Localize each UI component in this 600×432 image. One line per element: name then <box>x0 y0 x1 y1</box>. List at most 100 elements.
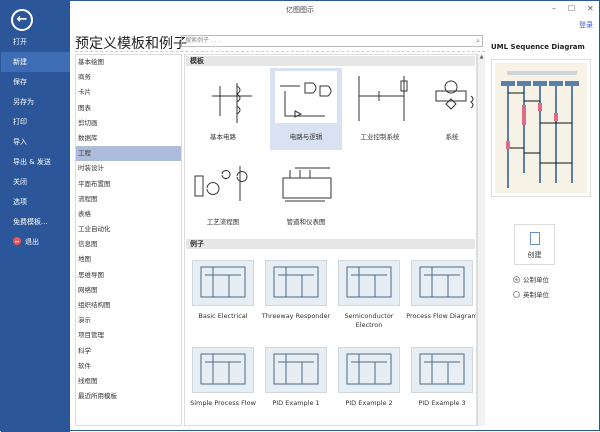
arrow-left-icon[interactable]: ← <box>11 9 33 31</box>
template-thumbnail <box>275 156 337 208</box>
sidebar-item[interactable]: 保存 <box>1 72 70 92</box>
template-item[interactable]: 基本电路 <box>187 68 259 150</box>
template-thumbnail <box>421 71 476 123</box>
example-label: Basic Electrical <box>198 312 248 320</box>
category-item[interactable]: 平面布置图 <box>78 179 111 188</box>
category-item[interactable]: 工业自动化 <box>78 225 111 234</box>
template-item[interactable]: 电路与逻辑 <box>270 68 342 150</box>
preview-image <box>491 59 591 197</box>
example-item[interactable]: Process Flow Diagram <box>406 260 476 321</box>
category-item[interactable]: 地图 <box>78 255 91 264</box>
sidebar-item[interactable]: 导入 <box>1 132 70 152</box>
category-item[interactable]: 科学 <box>78 346 91 355</box>
sidebar-item[interactable]: 免费模板... <box>1 212 70 232</box>
category-item[interactable]: 演示 <box>78 316 91 325</box>
template-label: 系统 <box>445 133 459 141</box>
category-item[interactable]: 流程图 <box>78 194 98 203</box>
maximize-button[interactable]: ☐ <box>568 4 576 13</box>
example-item[interactable]: Semiconductor Electron <box>333 260 405 330</box>
category-item[interactable]: 卡片 <box>78 88 91 97</box>
search-input[interactable]: 搜索例子 . . . ⌕ <box>181 35 483 47</box>
sidebar-item[interactable]: 打印 <box>1 112 70 132</box>
example-item[interactable]: Threeway Responder <box>260 260 332 321</box>
template-thumbnail <box>349 71 411 123</box>
template-item[interactable]: 工艺流程图 <box>187 153 259 235</box>
category-item[interactable]: 线框图 <box>78 376 98 385</box>
sidebar-item[interactable]: 退出 <box>1 232 70 252</box>
category-item[interactable]: 图表 <box>78 103 91 112</box>
sidebar-item[interactable]: 打开 <box>1 32 70 52</box>
login-link[interactable]: 登录 <box>579 21 593 29</box>
template-item[interactable]: 管道和仪表图 <box>270 153 342 235</box>
close-button[interactable]: ✕ <box>587 4 594 13</box>
templates-header: 模板 <box>186 56 475 66</box>
example-thumbnail <box>192 260 254 306</box>
category-item[interactable]: 表格 <box>78 209 91 218</box>
sidebar-item[interactable]: 导出 & 发送 <box>1 152 70 172</box>
template-thumbnail <box>275 71 337 123</box>
sidebar-item-label: 关闭 <box>13 178 27 186</box>
category-item[interactable]: 基本绘图 <box>78 58 104 66</box>
scroll-up-icon[interactable]: ▲ <box>479 54 484 60</box>
sidebar-item[interactable]: 另存为 <box>1 92 70 112</box>
template-label: 管道和仪表图 <box>286 218 326 226</box>
sidebar-item[interactable]: 选项 <box>1 192 70 212</box>
category-item[interactable]: 时装设计 <box>78 164 104 173</box>
example-thumbnail <box>192 347 254 393</box>
category-item[interactable]: 最近所用模板 <box>78 392 117 401</box>
sidebar-item-label: 选项 <box>13 198 27 206</box>
template-label: 工艺流程图 <box>206 218 240 226</box>
sidebar-item[interactable]: 新建 <box>1 52 70 72</box>
example-thumbnail <box>338 347 400 393</box>
category-item[interactable]: 商务 <box>78 73 91 82</box>
sidebar-item-label: 打印 <box>13 118 27 126</box>
template-thumbnail <box>192 71 254 123</box>
imperial-units-radio[interactable]: 英制单位 <box>513 289 549 299</box>
category-list: 基本绘图商务卡片图表剪切画数据库工程时装设计平面布置图流程图表格工业自动化信息图… <box>75 54 182 426</box>
example-item[interactable]: PID Example 2 <box>333 347 405 408</box>
example-thumbnail <box>265 260 327 306</box>
category-item[interactable]: 项目管理 <box>78 331 104 340</box>
metric-units-radio[interactable]: 公制单位 <box>513 274 549 284</box>
sidebar-item-label: 免费模板... <box>13 218 48 226</box>
example-label: Simple Process Flow <box>190 399 256 407</box>
scrollbar[interactable]: ▲ <box>477 54 485 426</box>
sidebar-item-label: 新建 <box>13 58 27 66</box>
minimize-button[interactable]: – <box>552 4 556 13</box>
example-label: Semiconductor Electron <box>344 312 394 329</box>
example-item[interactable]: PID Example 1 <box>260 347 332 408</box>
sidebar-item-label: 导出 & 发送 <box>13 158 51 166</box>
metric-units-label: 公制单位 <box>523 276 549 284</box>
example-item[interactable]: Basic Electrical <box>187 260 259 321</box>
example-thumbnail <box>411 347 473 393</box>
template-item[interactable]: 系统 <box>416 68 476 150</box>
template-thumbnail <box>192 156 254 208</box>
category-item[interactable]: 数据库 <box>78 133 98 142</box>
category-item[interactable]: 信息图 <box>78 240 98 249</box>
category-item[interactable]: 剪切画 <box>78 118 98 127</box>
example-label: PID Example 3 <box>418 399 466 407</box>
example-item[interactable]: PID Example 3 <box>406 347 476 408</box>
sidebar-item[interactable]: 关闭 <box>1 172 70 192</box>
sidebar-item-label: 另存为 <box>13 98 34 106</box>
example-label: PID Example 2 <box>345 399 393 407</box>
template-label: 工业控制系统 <box>360 133 400 141</box>
search-icon[interactable]: ⌕ <box>476 37 480 45</box>
example-item[interactable]: Simple Process Flow <box>187 347 259 408</box>
search-placeholder: 搜索例子 . . . <box>185 37 221 44</box>
examples-header: 例子 <box>186 239 475 249</box>
create-button[interactable]: 创建 <box>514 224 555 265</box>
category-item[interactable]: 工程 <box>76 146 181 162</box>
page-title: 预定义模板和例子 <box>75 36 187 52</box>
category-item[interactable]: 组织结构图 <box>78 301 111 309</box>
template-label: 电路与逻辑 <box>289 133 323 141</box>
category-item[interactable]: 软件 <box>78 361 91 370</box>
create-label: 创建 <box>527 251 542 259</box>
sidebar-item-label: 导入 <box>13 138 27 146</box>
template-item[interactable]: 工业控制系统 <box>344 68 416 150</box>
category-item[interactable]: 网络图 <box>78 285 98 294</box>
document-icon <box>529 232 540 245</box>
window-title: 亿图图示 <box>286 6 314 14</box>
category-item[interactable]: 思维导图 <box>78 270 104 279</box>
preview-title: UML Sequence Diagram <box>491 43 585 51</box>
